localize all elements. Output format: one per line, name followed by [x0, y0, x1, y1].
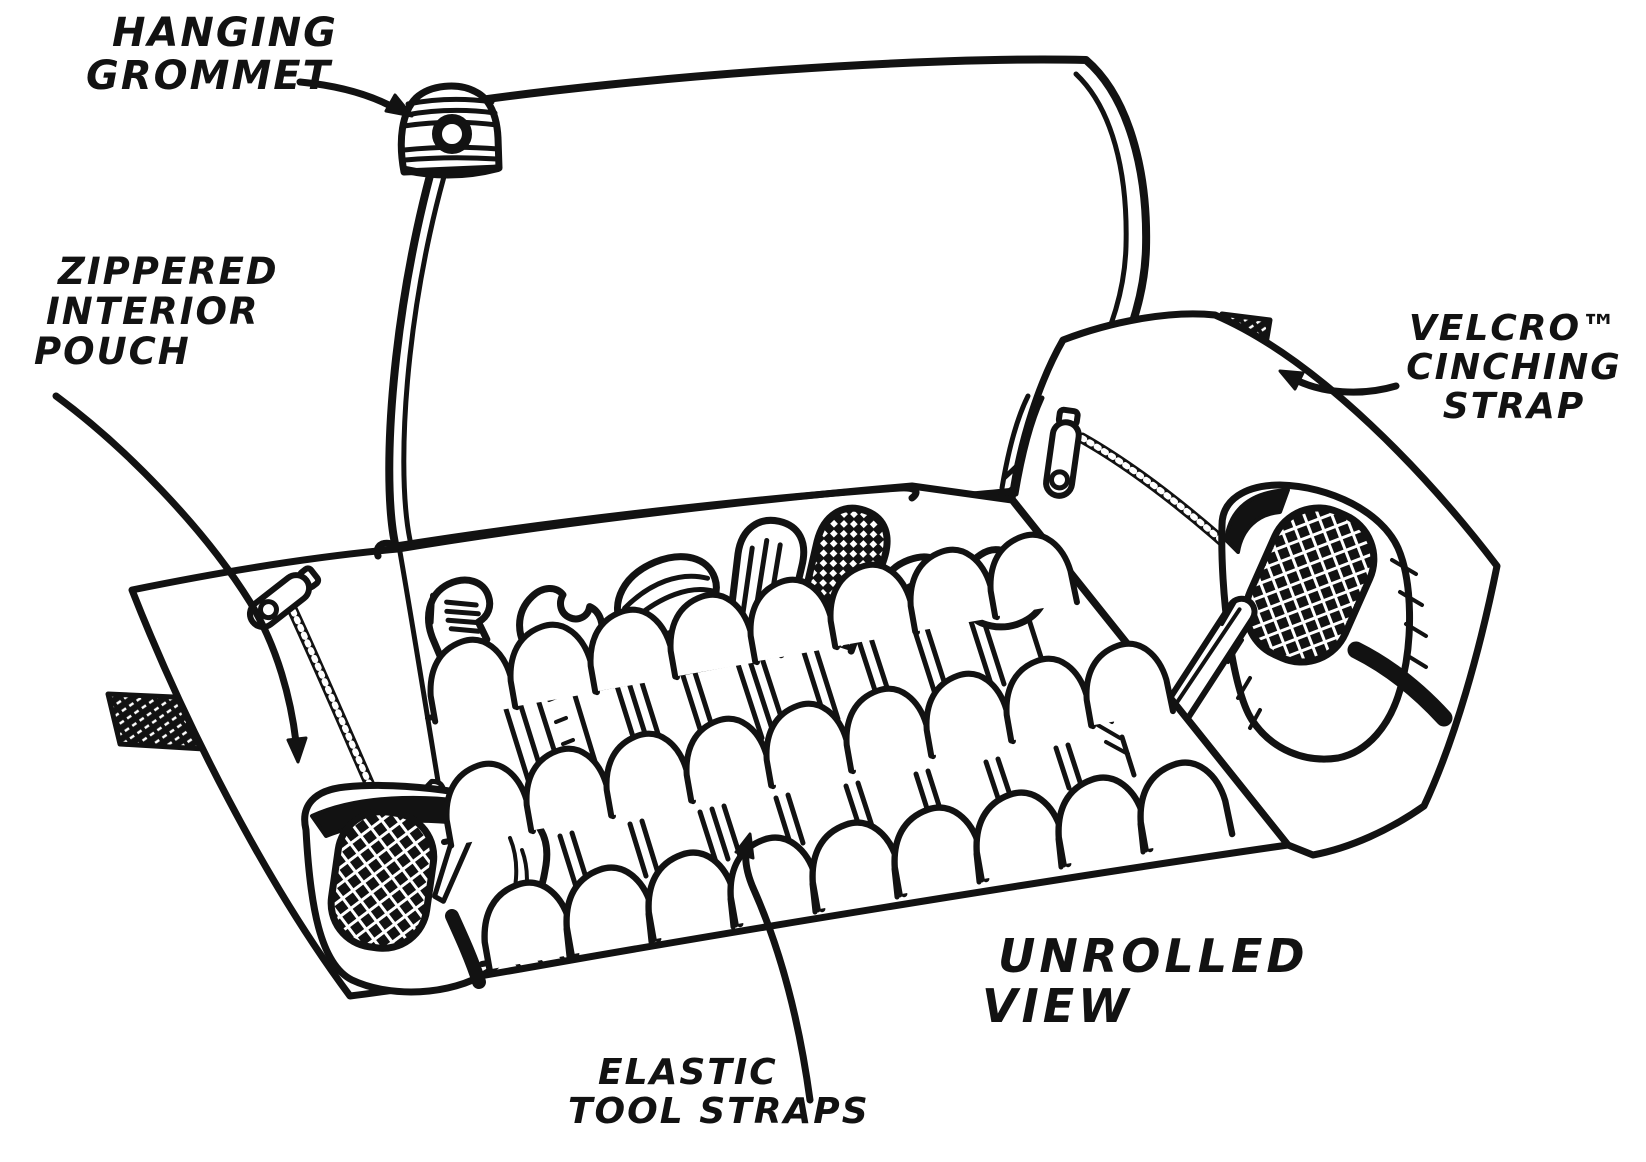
back-edge	[373, 484, 920, 560]
fork-handle	[445, 909, 486, 989]
right-zipper-pull	[1043, 406, 1082, 499]
velcro-cinching-strap-label: VELCRO™ CINCHING STRAP	[1392, 308, 1636, 427]
elastic-straps-arrow	[734, 832, 814, 1104]
label-line: TOOL STRAPS	[568, 1090, 870, 1132]
view-caption: UNROLLED VIEW	[982, 929, 1309, 1033]
elastic-tool-straps-label: ELASTIC TOOL STRAPS	[568, 1052, 870, 1132]
grommet-arrow	[296, 78, 414, 118]
left-zipper-pull	[246, 565, 322, 630]
callout-arrows	[52, 78, 1400, 1104]
hanging-grommet-label: HANGING GROMMET	[86, 10, 338, 100]
label-line: GROMMET	[86, 53, 332, 100]
right-mesh-window	[1242, 504, 1378, 666]
strap-row	[441, 640, 1176, 849]
left-mesh-window	[327, 808, 438, 952]
label-line: ELASTIC	[598, 1052, 778, 1093]
elastic-tool-straps	[425, 531, 1236, 973]
label-line: VELCRO™	[1408, 308, 1620, 349]
strap-row	[479, 759, 1236, 973]
label-line: HANGING	[112, 10, 338, 56]
velcro-strap-tail	[1347, 641, 1453, 727]
grommet-ring-icon	[432, 114, 472, 154]
caption-line: VIEW	[982, 978, 1133, 1033]
strap-row	[425, 531, 1080, 725]
label-line: POUCH	[34, 329, 191, 373]
label-line: ZIPPERED	[58, 250, 279, 293]
velcro-strap-arrow	[1278, 369, 1400, 396]
caption-line: UNROLLED	[998, 929, 1309, 983]
label-line: STRAP	[1442, 385, 1586, 427]
hanging-grommet	[397, 82, 503, 179]
zippered-pouch-arrow	[52, 392, 308, 764]
zippered-interior-pouch-label: ZIPPERED INTERIOR POUCH	[34, 252, 279, 372]
label-line: INTERIOR	[46, 289, 260, 333]
label-line: CINCHING	[1406, 346, 1622, 388]
right-panel	[999, 310, 1501, 859]
